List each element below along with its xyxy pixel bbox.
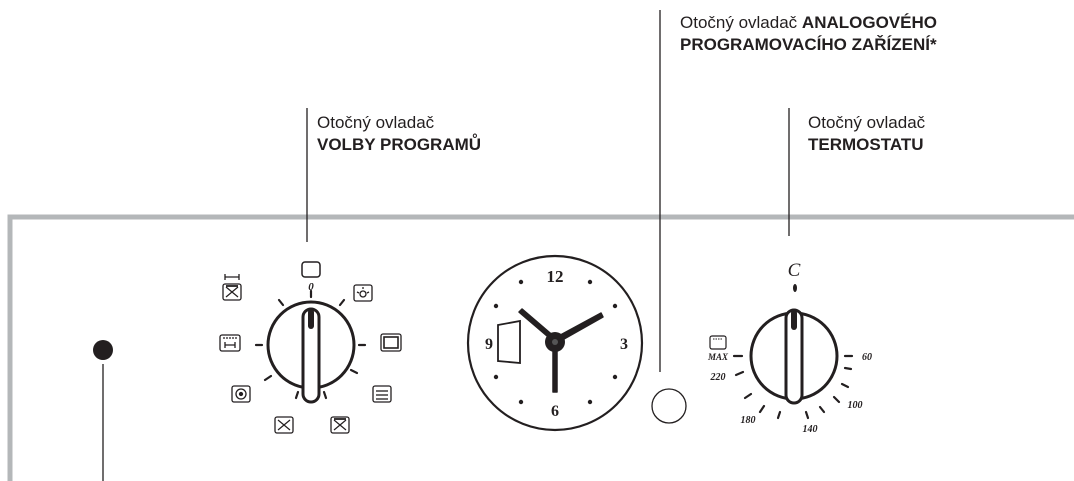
thermostat-knob-pointer (791, 310, 797, 330)
thermostat-label-line1: Otočný ovladač (808, 113, 926, 132)
thermostat-off-mark (793, 284, 797, 292)
program-knob-pointer (308, 309, 314, 329)
clock-number-6: 6 (551, 403, 559, 420)
clock-number-12: 12 (547, 267, 564, 286)
hot-air-icon (231, 385, 251, 403)
bottom-heat-icon (372, 385, 392, 403)
programmer-knob-label: Otočný ovladač ANALOGOVÉHO PROGRAMOVACÍH… (680, 12, 937, 56)
program-zero-label: 0 (308, 281, 314, 293)
oven-lamp-icon (353, 284, 373, 302)
programmer-label-bold2: PROGRAMOVACÍHO ZAŘÍZENÍ* (680, 35, 937, 54)
thermostat-label: Otočný ovladač TERMOSTATU (808, 112, 925, 156)
thermostat-label-line2: TERMOSTATU (808, 135, 924, 154)
program-selector-label-line2: VOLBY PROGRAMŮ (317, 135, 482, 154)
fan-grill-icon (330, 416, 350, 434)
thermostat-max-oven-icon (709, 335, 727, 350)
thermostat-ticks (732, 354, 854, 420)
thermostat-label-140: 140 (803, 424, 818, 435)
thermostat-label-220: 220 (710, 372, 726, 383)
program-selector-knob[interactable]: 0 (219, 261, 402, 434)
off-position-icon (301, 261, 321, 278)
timer-window (497, 319, 521, 364)
clock-number-3: 3 (620, 336, 628, 353)
programmer-label-bold1: ANALOGOVÉHO (801, 13, 937, 32)
thermostat-knob[interactable]: C MAX 220 180 140 100 60 (707, 260, 872, 435)
program-knob-ticks (254, 289, 367, 400)
thermostat-label-180: 180 (741, 415, 756, 426)
programmer-label-prefix: Otočný ovladač (680, 13, 798, 32)
thermostat-label-100: 100 (848, 400, 863, 411)
clock-center-pin (552, 339, 558, 345)
turbo-grill-icon (222, 274, 242, 301)
thermostat-label-60: 60 (862, 352, 872, 363)
program-selector-label-line1: Otočný ovladač (317, 113, 435, 132)
programmer-knob[interactable] (651, 388, 687, 424)
program-selector-label: Otočný ovladač VOLBY PROGRAMŮ (317, 112, 481, 156)
fan-icon (274, 416, 294, 434)
indicator-lamp (93, 340, 113, 360)
clock-number-9: 9 (485, 336, 493, 353)
thermostat-off-label: C (788, 260, 801, 281)
control-panel-frame (7, 214, 1074, 481)
clock-hands (518, 308, 604, 393)
clock-hour-dots (493, 279, 618, 405)
thermostat-label-max: MAX (707, 352, 729, 362)
top-bottom-heat-icon (380, 333, 402, 352)
program-function-icons (219, 274, 402, 434)
grill-icon (219, 334, 241, 352)
analog-clock: 12 3 6 9 (466, 254, 644, 432)
